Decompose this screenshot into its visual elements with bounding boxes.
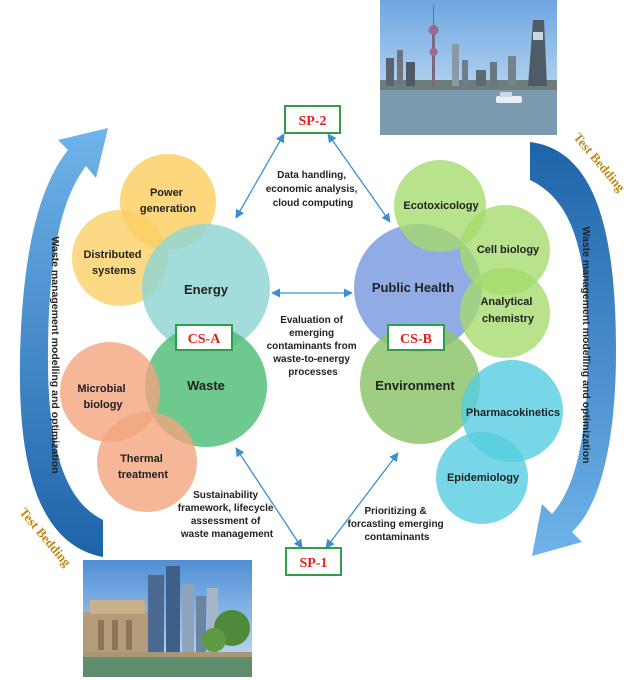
pharmacokinetics-label: Pharmacokinetics — [466, 407, 560, 419]
bottom-left-annotation: Sustainability framework, lifecycle asse… — [178, 490, 276, 540]
right-cycle-arrow — [530, 142, 616, 556]
center-annotation: Evaluation of emerging contaminants from… — [267, 315, 360, 378]
csb-label: CS-B — [400, 332, 432, 347]
city-photo-top — [380, 0, 557, 135]
cell-biology-label: Cell biology — [477, 244, 540, 256]
waste-label: Waste — [187, 378, 225, 393]
distributed-systems-label: Distributed systems — [83, 249, 144, 277]
public-health-label: Public Health — [372, 280, 454, 295]
ecotoxicology-circle — [394, 160, 486, 252]
right-vertical-label: Waste management modelling and optimizat… — [580, 226, 592, 463]
environment-label: Environment — [375, 378, 455, 393]
energy-circle — [142, 224, 270, 352]
arrow-sp1-environment — [325, 452, 399, 549]
epidemiology-label: Epidemiology — [447, 472, 520, 484]
csb-box: CS-B — [387, 324, 445, 351]
city-photo-bottom — [83, 560, 252, 677]
connector-arrows — [235, 133, 399, 549]
waste-circle — [145, 325, 267, 447]
arrow-waste-sp1 — [235, 447, 303, 549]
arrow-sp2-public-health — [327, 133, 391, 223]
left-cycle-arrow — [19, 128, 108, 557]
sp2-label: SP-2 — [299, 114, 327, 129]
analytical-chemistry-label: Analytical chemistry — [480, 296, 535, 325]
public-health-circle — [354, 224, 482, 352]
csa-box: CS-A — [175, 324, 233, 351]
arrow-sp2-energy — [235, 133, 285, 219]
csa-label: CS-A — [188, 332, 222, 347]
sp1-box: SP-1 — [285, 547, 342, 576]
power-generation-label: Power generation — [140, 187, 197, 215]
epidemiology-circle — [436, 432, 528, 524]
microbial-biology-label: Microbial biology — [77, 383, 128, 411]
analytical-chemistry-circle — [460, 268, 550, 358]
sp2-box: SP-2 — [284, 105, 341, 134]
ecotoxicology-label: Ecotoxicology — [403, 200, 479, 212]
top-annotation: Data handling, economic analysis, cloud … — [266, 170, 361, 209]
thermal-treatment-circle — [97, 412, 197, 512]
environment-circle — [360, 324, 480, 444]
cell-biology-circle — [460, 205, 550, 295]
sp1-label: SP-1 — [300, 556, 328, 571]
left-vertical-label: Waste management modelling and optimizat… — [49, 236, 61, 473]
thermal-treatment-label: Thermal treatment — [118, 453, 168, 481]
bottom-right-annotation: Prioritizing & forcasting emerging conta… — [348, 506, 447, 543]
energy-label: Energy — [184, 282, 229, 297]
